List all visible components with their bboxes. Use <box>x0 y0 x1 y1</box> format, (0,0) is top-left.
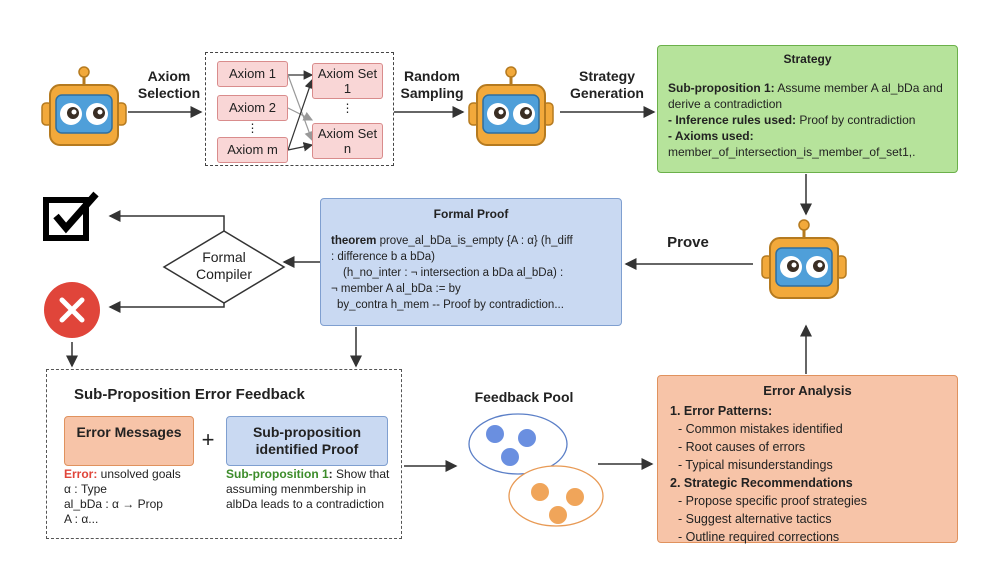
analysis-item: - Typical misunderstandings <box>678 458 833 472</box>
strategy-axioms-label: - Axioms used: <box>668 129 754 143</box>
analysis-item: - Root causes of errors <box>678 440 806 454</box>
sub-proposition-text: Show that assuming menmbership in albDa … <box>226 467 390 511</box>
error-feedback-title: Sub-Proposition Error Feedback <box>74 386 305 403</box>
orange-ball <box>549 506 567 524</box>
robot-icon <box>41 66 127 146</box>
axiom-set-item: Axiom Set n <box>312 123 383 159</box>
analysis-item: - Propose specific proof strategies <box>678 494 867 508</box>
proof-line: ¬ member A al_bDa := by <box>331 283 461 295</box>
axiom-ellipsis: ⋮ <box>246 121 259 135</box>
strategy-panel: Strategy Sub-proposition 1: Assume membe… <box>657 45 958 173</box>
axiom-set-ellipsis: ⋮ <box>341 101 354 115</box>
error-text: unsolved goals <box>97 467 181 481</box>
sub-proposition-detail: Sub-proposition 1: Show that assuming me… <box>226 467 398 512</box>
error-label: Error: <box>64 467 98 481</box>
analysis-item: - Suggest alternative tactics <box>678 512 832 526</box>
strategy-body: Sub-proposition 1: Assume member A al_bD… <box>668 80 949 160</box>
analysis-item: - Common mistakes identified <box>678 422 843 436</box>
strategy-generation-label: Strategy Generation <box>570 68 644 101</box>
strategy-axioms-text: member_of_intersection_is_member_of_set1… <box>668 145 916 159</box>
formal-compiler-label: Formal Compiler <box>195 249 252 282</box>
axiom-set-item: Axiom Set 1 <box>312 63 383 99</box>
random-sampling-label: Random Sampling <box>400 68 464 101</box>
orange-ball <box>566 488 584 506</box>
plus-sign: + <box>201 427 215 452</box>
strategy-sub-label: Sub-proposition 1: <box>668 81 775 95</box>
error-line: α : Type <box>64 482 107 496</box>
strategy-sub-text: Assume member A al_bDa and derive a cont… <box>668 81 943 111</box>
blue-ball <box>501 448 519 466</box>
axiom-item: Axiom m <box>217 137 288 163</box>
orange-ball <box>531 483 549 501</box>
strategy-rules-text: Proof by contradiction <box>796 113 916 127</box>
proof-line: by_contra h_mem -- Proof by contradictio… <box>337 299 564 311</box>
x-circle-icon <box>44 282 100 338</box>
error-analysis-body: 1. Error Patterns: - Common mistakes ide… <box>670 402 951 546</box>
formal-proof-title: Formal Proof <box>433 207 509 221</box>
strategy-title: Strategy <box>783 52 832 66</box>
robot-icon <box>761 219 847 299</box>
error-line: A : α... <box>64 512 99 526</box>
sub-proposition-box: Sub-proposition identified Proof <box>226 416 388 466</box>
error-analysis-panel: Error Analysis 1. Error Patterns: - Comm… <box>657 375 958 546</box>
error-patterns-heading: 1. Error Patterns: <box>670 404 773 418</box>
robot-icon <box>468 66 554 146</box>
blue-ball <box>518 429 536 447</box>
error-detail: Error: unsolved goals α : Type al_bDa : … <box>64 467 214 527</box>
error-analysis-title: Error Analysis <box>763 383 852 398</box>
error-feedback-group <box>46 369 402 539</box>
axiom-sampling-group <box>205 52 394 166</box>
error-line: al_bDa : α → Prop <box>64 497 163 511</box>
analysis-item: - Outline required corrections <box>678 530 840 544</box>
proof-line: (h_no_inter : ¬ intersection a bDa al_bD… <box>343 267 564 279</box>
blue-ball <box>486 425 504 443</box>
axiom-selection-label: Axiom Selection <box>137 68 201 101</box>
proof-line: prove_al_bDa_is_empty {A : α} (h_diff <box>376 235 573 247</box>
formal-proof-body: theorem prove_al_bDa_is_empty {A : α} (h… <box>331 233 615 313</box>
proof-keyword: theorem <box>331 235 377 247</box>
strategic-recommendations-heading: 2. Strategic Recommendations <box>670 476 853 490</box>
feedback-pool-blue-ellipse <box>468 413 568 475</box>
axiom-item: Axiom 1 <box>217 61 288 87</box>
strategy-rules-label: - Inference rules used: <box>668 113 797 127</box>
feedback-pool-orange-ellipse <box>508 465 604 527</box>
formal-compiler-diamond <box>162 230 286 304</box>
checkbox-icon <box>43 191 99 241</box>
prove-label: Prove <box>667 234 709 251</box>
formal-proof-panel: Formal Proof theorem prove_al_bDa_is_emp… <box>320 198 622 326</box>
axiom-item: Axiom 2 <box>217 95 288 121</box>
sub-proposition-colon: : <box>328 467 333 481</box>
proof-line: : difference b a bDa) <box>331 251 435 263</box>
sub-proposition-label: Sub-proposition 1 <box>226 467 329 481</box>
error-messages-box: Error Messages <box>64 416 194 466</box>
feedback-pool-label: Feedback Pool <box>474 389 574 405</box>
